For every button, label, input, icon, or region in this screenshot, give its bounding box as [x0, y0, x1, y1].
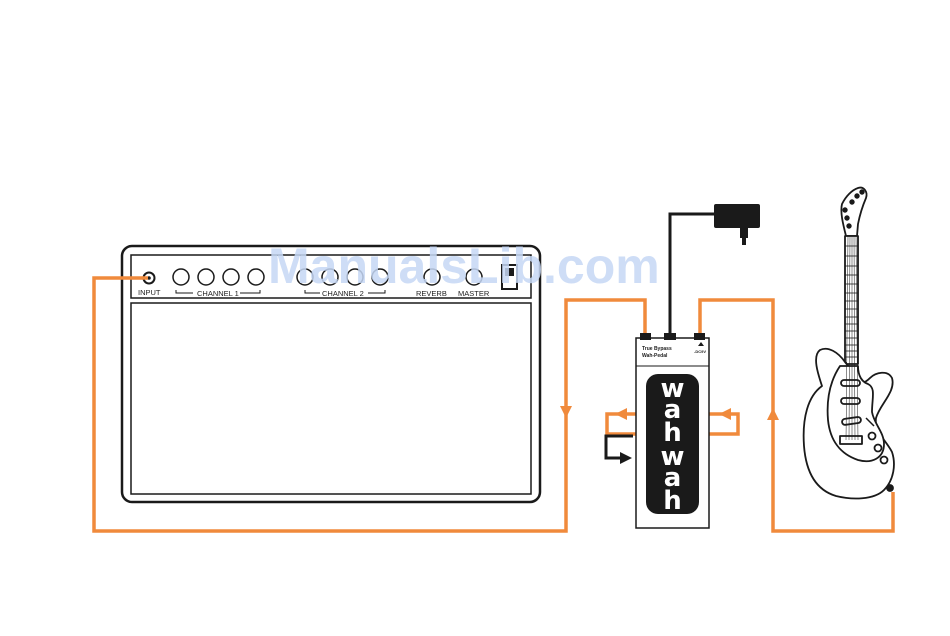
arrow-up-right — [767, 408, 779, 420]
pedal-dc-jack[interactable] — [664, 333, 676, 340]
arrow-left-loop-right — [719, 408, 731, 420]
guitar-knob-2 — [875, 445, 882, 452]
bypass-switch-icon — [606, 436, 633, 464]
pedal-power-label: -DC9V — [694, 349, 706, 354]
guitar-knob-3 — [881, 457, 888, 464]
pedal-name-line1: True Bypass — [642, 346, 672, 352]
ch1-knob-2[interactable] — [198, 269, 214, 285]
pedal-name-line2: Wah-Pedal — [642, 353, 668, 359]
pedal-loop-right — [708, 414, 738, 434]
electric-guitar-icon — [804, 188, 894, 499]
wah-pedal: True Bypass Wah-Pedal -DC9V w a h w a h — [636, 333, 709, 528]
adapter-body — [714, 204, 760, 228]
amp-input-label: INPUT — [138, 288, 161, 297]
guitar-pickup-middle — [841, 398, 860, 404]
guitar-knob-1 — [869, 433, 876, 440]
treadle-letter-6: h — [663, 486, 682, 516]
ch1-knob-4[interactable] — [248, 269, 264, 285]
pedal-output-jack[interactable] — [640, 333, 651, 340]
ch1-knob-3[interactable] — [223, 269, 239, 285]
arrow-left-loop-left — [615, 408, 627, 420]
amp-speaker-grille — [131, 303, 531, 494]
guitar-output-jack[interactable] — [887, 485, 893, 491]
watermark: ManualsLib.com — [268, 238, 660, 294]
pedal-input-jack[interactable] — [694, 333, 705, 340]
guitar-bridge — [840, 436, 862, 444]
amp-channel1-label: CHANNEL 1 — [197, 289, 239, 298]
arrow-down-left — [560, 406, 572, 418]
power-adapter-icon — [670, 204, 760, 338]
guitar-pickup-neck — [841, 380, 860, 386]
adapter-cord — [670, 214, 715, 338]
ch1-knob-1[interactable] — [173, 269, 189, 285]
